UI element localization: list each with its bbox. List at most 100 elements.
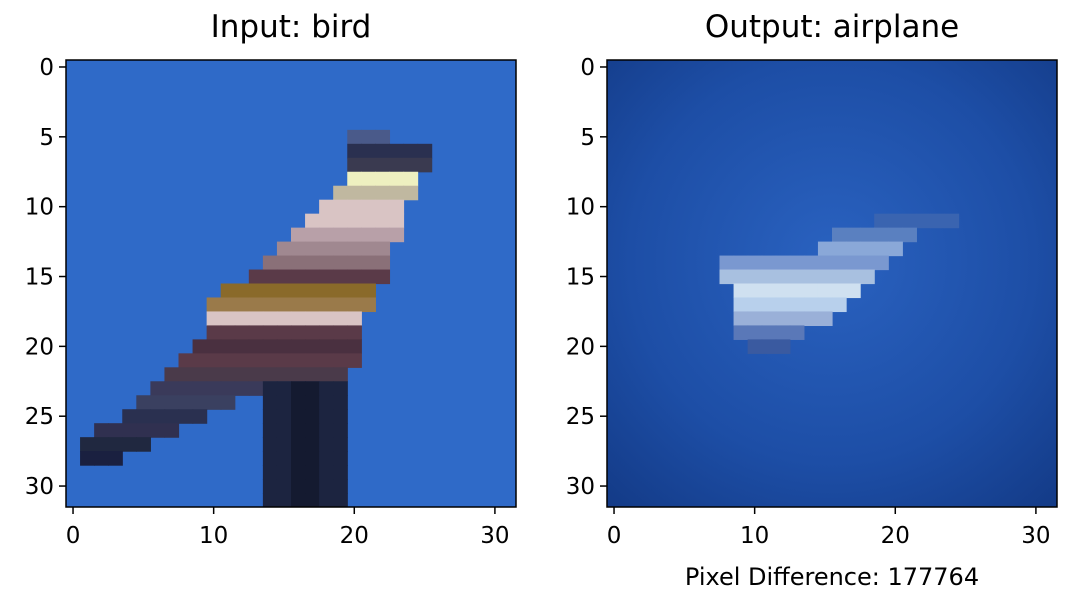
bird-pixel (276, 367, 292, 382)
airplane-pixel (846, 255, 861, 271)
perch-pixel (305, 409, 320, 424)
bird-pixel (291, 255, 306, 271)
bird-pixel (206, 311, 222, 327)
bird-pixel (403, 157, 419, 173)
airplane-pixel (874, 241, 889, 257)
bird-pixel (108, 437, 123, 452)
bird-pixel (220, 395, 236, 410)
airplane-pixel (747, 325, 763, 340)
perch-pixel (333, 479, 348, 494)
airplane-pixel (761, 297, 777, 313)
bird-pixel (403, 185, 419, 201)
bird-pixel (248, 353, 264, 368)
bird-pixel (347, 129, 362, 145)
output-image (607, 60, 1057, 507)
bird-pixel (291, 269, 306, 285)
y-tick-label: 5 (580, 125, 595, 151)
bird-pixel (347, 227, 362, 243)
bird-pixel (347, 325, 362, 340)
bird-pixel (389, 157, 405, 173)
bird-pixel (347, 143, 362, 159)
bird-pixel (361, 157, 376, 173)
bird-pixel (150, 381, 166, 396)
bird-pixel (305, 213, 320, 229)
perch-pixel (291, 409, 306, 424)
airplane-pixel (747, 283, 763, 299)
bird-pixel (361, 269, 376, 285)
bird-pixel (389, 185, 405, 201)
airplane-pixel (846, 227, 861, 243)
bird-pixel (206, 367, 222, 382)
airplane-pixel (733, 297, 749, 313)
y-tick-label: 10 (566, 195, 595, 221)
bird-pixel (276, 255, 292, 271)
bird-pixel (276, 311, 292, 327)
bird-pixel (276, 241, 292, 257)
bird-pixel (234, 367, 250, 382)
bird-pixel (234, 325, 250, 340)
bird-pixel (164, 409, 180, 424)
bird-pixel (361, 283, 376, 299)
bird-pixel (276, 325, 292, 340)
bird-pixel (319, 311, 334, 327)
y-tick-label: 20 (25, 334, 54, 360)
bird-pixel (291, 311, 306, 327)
bird-pixel (417, 143, 433, 159)
x-tick-label: 0 (607, 523, 622, 549)
airplane-pixel (860, 241, 875, 257)
bird-pixel (319, 199, 334, 215)
bird-pixel (361, 143, 376, 159)
y-tick-label: 15 (566, 265, 595, 291)
bird-pixel (319, 241, 334, 257)
airplane-pixel (761, 255, 777, 271)
bird-pixel (403, 171, 419, 187)
bird-pixel (333, 311, 348, 327)
bird-pixel (347, 171, 362, 187)
x-tick-label: 10 (740, 523, 769, 549)
bird-pixel (291, 297, 306, 313)
airplane-pixel (719, 269, 735, 285)
bird-pixel (248, 311, 264, 327)
bird-pixel (80, 437, 95, 452)
bird-pixel (375, 255, 391, 271)
airplane-pixel (846, 269, 861, 285)
bird-pixel (375, 269, 391, 285)
airplane-pixel (817, 269, 833, 285)
bird-pixel (291, 353, 306, 368)
bird-pixel (234, 311, 250, 327)
bird-pixel (192, 381, 208, 396)
bird-pixel (319, 367, 334, 382)
bird-pixel (150, 395, 166, 410)
x-tick-label: 20 (881, 523, 910, 549)
airplane-pixel (789, 325, 805, 340)
bird-pixel (262, 325, 278, 340)
bird-pixel (164, 367, 180, 382)
airplane-pixel (888, 241, 903, 257)
bird-pixel (333, 241, 348, 257)
airplane-pixel (860, 269, 875, 285)
perch-pixel (333, 451, 348, 466)
airplane-pixel (775, 339, 791, 354)
perch-pixel (319, 423, 334, 438)
airplane-pixel (902, 227, 917, 243)
perch-pixel (333, 395, 348, 410)
bird-pixel (375, 213, 391, 229)
bird-pixel (276, 283, 292, 299)
bird-pixel (164, 423, 180, 438)
input-image (66, 60, 516, 507)
bird-pixel (403, 143, 419, 159)
bird-pixel (150, 423, 166, 438)
bird-pixel (136, 437, 151, 452)
bird-pixel (192, 395, 208, 410)
perch-pixel (276, 409, 292, 424)
bird-pixel (220, 325, 236, 340)
airplane-pixel (733, 325, 749, 340)
airplane-pixel (803, 283, 819, 299)
airplane-pixel (747, 297, 763, 313)
perch-pixel (276, 381, 292, 396)
airplane-pixel (817, 283, 833, 299)
perch-pixel (291, 381, 306, 396)
airplane-pixel (817, 311, 833, 327)
